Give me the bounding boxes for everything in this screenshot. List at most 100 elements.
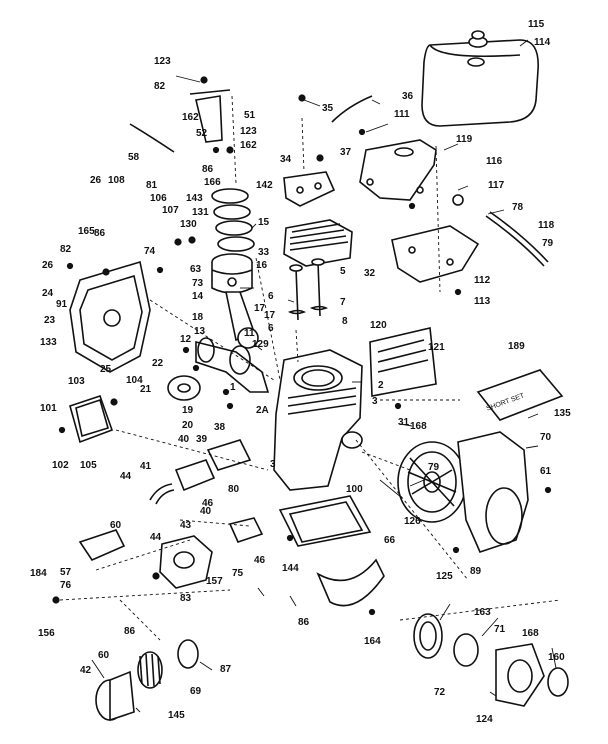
callout: 61 — [540, 466, 552, 477]
callout: 75 — [232, 568, 244, 579]
callout: 168 — [410, 421, 427, 432]
callout: 166 — [204, 177, 221, 188]
callout: 118 — [538, 220, 555, 231]
callout: 116 — [486, 156, 503, 167]
tank-support — [391, 225, 480, 283]
callout: 119 — [456, 134, 473, 145]
callout: 70 — [540, 432, 552, 443]
callout: 20 — [182, 420, 194, 431]
callout: 103 — [68, 376, 85, 387]
callout: 111 — [394, 109, 410, 120]
air-baffle — [316, 558, 385, 607]
callout: 17 — [254, 303, 266, 314]
callout: 126 — [404, 516, 421, 527]
callout: 44 — [150, 532, 162, 543]
callout: 32 — [364, 268, 376, 279]
callout: 14 — [192, 291, 204, 302]
callout: 160 — [548, 652, 565, 663]
cam-gear — [167, 375, 201, 401]
carburetor — [78, 529, 213, 589]
governor-linkage — [129, 89, 231, 153]
callout: 163 — [474, 607, 491, 618]
callout: 102 — [52, 460, 69, 471]
callout: 156 — [38, 628, 55, 639]
connecting-rod — [225, 291, 259, 349]
callout: 33 — [258, 247, 270, 258]
callout: 16 — [256, 260, 268, 271]
callout: 17 — [264, 310, 276, 321]
callout: 142 — [256, 180, 273, 191]
starter-pulley — [413, 613, 479, 667]
callout: 157 — [206, 576, 223, 587]
cylinder-shield — [369, 327, 437, 397]
crankshaft — [195, 337, 270, 393]
callout: 18 — [192, 312, 204, 323]
breather-hose — [149, 483, 175, 505]
callout: 130 — [180, 219, 197, 230]
callout: 104 — [126, 375, 143, 386]
callout: 112 — [474, 275, 491, 286]
callout: 124 — [476, 714, 493, 725]
callout: 25 — [100, 364, 112, 375]
crankcase-cover — [69, 260, 151, 373]
callout: 66 — [384, 535, 396, 546]
callout: 86 — [94, 228, 106, 239]
callout: 6 — [268, 291, 274, 302]
base-plate — [278, 495, 372, 547]
callout: 135 — [554, 408, 571, 419]
callout: 37 — [340, 147, 352, 158]
callout: 39 — [196, 434, 208, 445]
valves — [287, 258, 329, 321]
callout: 44 — [120, 471, 132, 482]
callout: 117 — [488, 180, 505, 191]
engine-block — [273, 349, 363, 491]
callout: 114 — [534, 37, 551, 48]
leader-lines — [91, 39, 557, 713]
callout: 184 — [30, 568, 47, 579]
callout: 2 — [378, 380, 384, 391]
callout: 57 — [60, 567, 72, 578]
callout: 133 — [40, 337, 57, 348]
callout: 143 — [186, 193, 203, 204]
callout: 83 — [180, 593, 192, 604]
callout: 168 — [522, 628, 539, 639]
callout: 38 — [214, 422, 226, 433]
callout: 189 — [508, 341, 525, 352]
callout: 82 — [154, 81, 166, 92]
callout: 40 — [178, 434, 190, 445]
fuel-tank — [421, 30, 539, 127]
callout: 35 — [322, 103, 334, 114]
callout: 74 — [144, 246, 156, 257]
callout: 24 — [42, 288, 54, 299]
blower-housing — [457, 431, 529, 553]
callout: 123 — [154, 56, 171, 67]
callout: 6 — [268, 323, 274, 334]
callout: 40 — [200, 506, 212, 517]
callout: 58 — [128, 152, 140, 163]
callout: 164 — [364, 636, 381, 647]
cylinder-head — [283, 219, 353, 267]
callout: 113 — [474, 296, 491, 307]
callout: 12 — [180, 334, 192, 345]
callout: 3 — [270, 459, 276, 470]
callout: 52 — [196, 128, 208, 139]
callout: 80 — [228, 484, 240, 495]
callout: 162 — [182, 112, 199, 123]
short-set-plate: SHORT SET — [476, 369, 564, 421]
callout: 86 — [298, 617, 310, 628]
control-bracket — [283, 171, 336, 207]
piston-rings — [211, 188, 255, 252]
callout: 81 — [146, 180, 158, 191]
callout: 36 — [402, 91, 414, 102]
callout: 60 — [110, 520, 122, 531]
callout: 87 — [220, 664, 232, 675]
callout: 125 — [436, 571, 453, 582]
callout: 73 — [192, 278, 204, 289]
assembly-lines — [59, 95, 561, 641]
callout: 76 — [60, 580, 72, 591]
callout: 23 — [44, 315, 56, 326]
callout: 2A — [256, 405, 269, 416]
callout: 106 — [150, 193, 167, 204]
callout: 78 — [512, 202, 524, 213]
